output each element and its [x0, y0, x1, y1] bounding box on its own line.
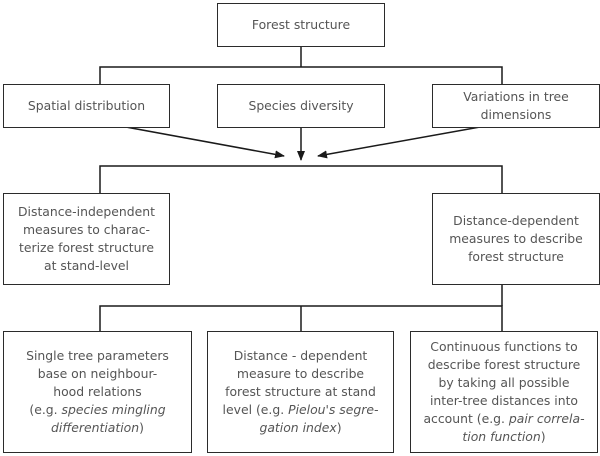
method-label: Distance - dependent measure to describe…	[222, 348, 379, 435]
method-box-continuous: Continuous functions to describe forest …	[410, 331, 598, 453]
aspect-label: Species diversity	[248, 98, 354, 113]
method-example: (e.g. species mingling	[29, 402, 166, 417]
measure-label: Distance-independent measures to charac-…	[18, 204, 155, 273]
aspect-box-variations: Variations in tree dimensions	[432, 84, 600, 128]
measures-bracket	[99, 165, 503, 193]
method-box-single-tree: Single tree parameters base on neighbour…	[3, 331, 192, 453]
aspect-box-spatial: Spatial distribution	[3, 84, 170, 128]
root-box: Forest structure	[217, 3, 385, 47]
aspect-box-species: Species diversity	[217, 84, 385, 128]
measure-label: Distance-dependent measures to describe …	[449, 213, 583, 264]
measure-box-dependent: Distance-dependent measures to describe …	[432, 193, 600, 285]
arrow-spatial	[125, 126, 285, 159]
arrow-variations	[317, 126, 481, 159]
aspects-bracket	[99, 66, 503, 84]
method-example: level (e.g. Pielou's segre-	[222, 402, 379, 417]
method-label: Single tree parameters base on neighbour…	[26, 348, 169, 435]
method-box-segregation: Distance - dependent measure to describe…	[207, 331, 394, 453]
aspect-label: Spatial distribution	[27, 98, 146, 113]
method-label: Continuous functions to describe forest …	[423, 339, 585, 444]
aspect-label: Variations in tree dimensions	[463, 89, 569, 122]
method-example: account (e.g. pair correla-	[423, 411, 585, 426]
measure-box-independent: Distance-independent measures to charac-…	[3, 193, 170, 285]
root-label: Forest structure	[251, 17, 351, 32]
